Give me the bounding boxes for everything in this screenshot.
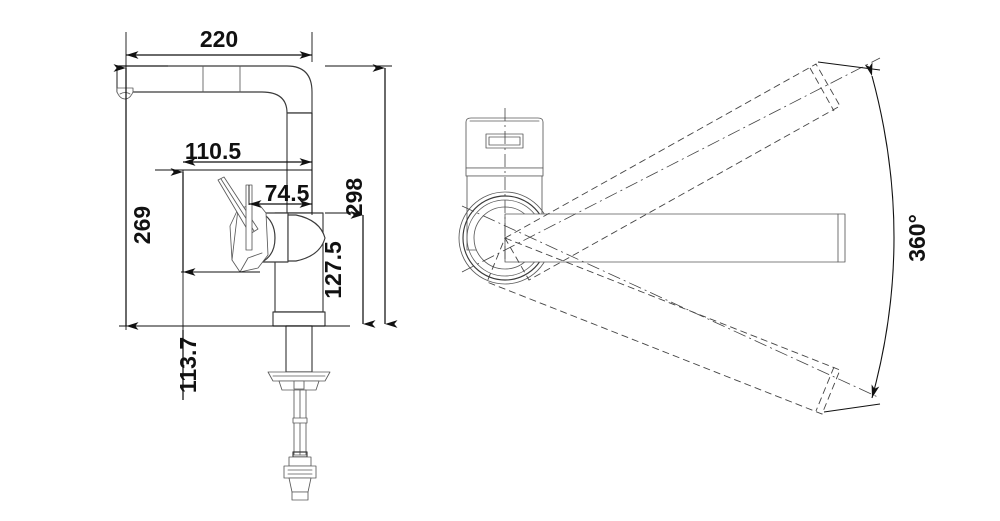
dimension-spout-height: 269 (113, 64, 196, 330)
connector-tail (288, 477, 312, 493)
spout-position-upper (504, 63, 841, 281)
top-lever-handle (465, 117, 544, 177)
swivel-arc (864, 62, 895, 399)
dimension-body-offset: 74.5 (249, 180, 312, 208)
spout-upper-outline (504, 63, 841, 281)
connector-tip (291, 491, 309, 501)
spout-position-neutral (504, 213, 846, 263)
dim-label-overall-height: 298 (341, 178, 367, 217)
mount-shank (285, 325, 313, 373)
dim-label-handle-offset: 110.5 (185, 138, 241, 164)
lever-hub-edge (231, 208, 239, 261)
swivel-ext-upper (817, 61, 881, 71)
spout-upper-tip-line (809, 67, 835, 112)
top-center-lines (461, 57, 881, 399)
valve-dome (287, 214, 326, 262)
mount-nut-core (293, 380, 305, 390)
lever-hub-lower (239, 252, 263, 273)
dimension-handle-offset: 110.5 (183, 138, 312, 166)
lever-slot-inner (488, 136, 521, 146)
dimension-body-height: 127.5 (320, 211, 376, 328)
spout-nozzle (116, 87, 134, 100)
spout-lower-tip-line (815, 366, 835, 412)
spout-lower-outline (486, 237, 841, 415)
center-line-lower (461, 205, 881, 399)
dimension-spout-reach: 220 (126, 26, 312, 59)
dim-label-swivel-range: 360° (904, 214, 930, 262)
dim-label-mount-depth: 113.7 (175, 337, 201, 393)
center-line-upper (461, 57, 881, 273)
dimension-swivel-range: 360° (817, 61, 930, 413)
spout-arm (116, 65, 313, 114)
connector-threads (287, 469, 313, 475)
dim-label-body-height: 127.5 (320, 241, 346, 299)
lever-base-plate (465, 167, 544, 177)
dim-label-spout-height: 269 (129, 206, 155, 244)
dimension-mount-depth: 113.7 (175, 330, 201, 400)
faucet-side-geometry (116, 65, 331, 501)
spout-position-lower (486, 237, 841, 415)
dim-label-body-offset: 74.5 (265, 180, 310, 206)
swivel-ext-lower (823, 403, 881, 413)
mount-washer (267, 371, 331, 382)
connector-upper (288, 456, 312, 467)
dimension-overall-height: 298 (341, 64, 398, 328)
view-side-elevation: 220 110.5 74.5 269 113.7 (113, 26, 398, 501)
dim-label-spout-reach: 220 (200, 26, 238, 52)
connector-body (283, 465, 317, 479)
spout-neutral-body (504, 213, 846, 263)
view-top-plan: 360° (458, 57, 930, 415)
base-collar (272, 311, 326, 327)
supply-tube-band (292, 417, 308, 424)
